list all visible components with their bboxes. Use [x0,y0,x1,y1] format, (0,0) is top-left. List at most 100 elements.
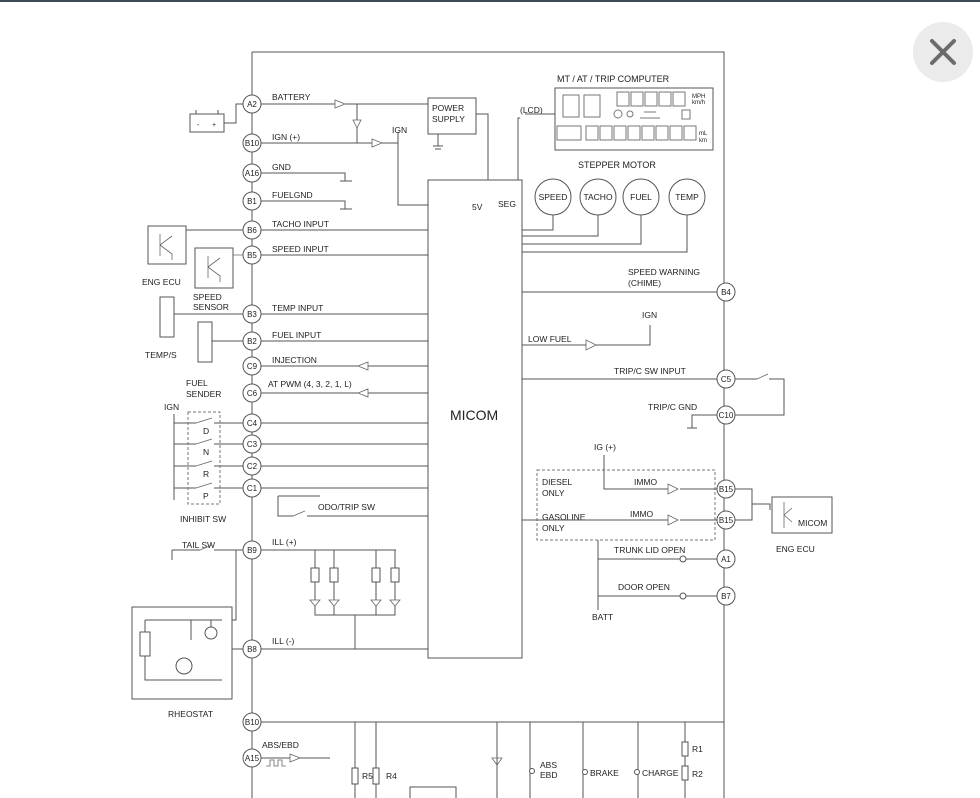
lcd-label: (LCD) [520,105,543,115]
lcd-unit-ml: mL [699,131,708,137]
temp-s-label: TEMP/S [145,350,177,360]
pulse-symbol [266,759,286,767]
eng-ecu-label: ENG ECU [142,277,181,287]
right-diodes [585,339,769,380]
ill-wires [261,549,428,650]
abs-ebd-label: ABS/EBD [262,740,299,750]
ebd-label: EBD [540,770,557,780]
pin-b4: B4 [721,288,731,297]
bottom-module-box [409,786,457,798]
inhibit-switch-box [187,411,221,505]
pin-c10: C10 [719,411,734,420]
trip-c-gnd-label: TRIP/C GND [648,402,697,412]
eng-ecu-right-box [771,496,833,534]
immo-gasoline-label: IMMO [630,509,654,519]
inhibit-r: R [203,469,209,479]
battery-plus: + [212,122,216,129]
pin-c2: C2 [247,462,258,471]
bottom-wires [261,721,724,798]
battery-symbol [189,113,225,133]
window-top-border [0,0,980,2]
door-open-label: DOOR OPEN [618,582,670,592]
trip-computer-title: MT / AT / TRIP COMPUTER [557,74,670,84]
charge-lamp [634,769,640,775]
diesel-only-label-1: DIESEL [542,477,573,487]
temp-sensor [159,296,175,338]
pin-c4: C4 [247,419,258,428]
power-supply-wire [476,113,489,180]
tail-sw-label: TAIL SW [182,540,215,550]
lcd-unit-mph: MPH [692,94,705,100]
ign-label: IGN [392,125,407,135]
close-icon [930,39,956,65]
r5-label: R5 [362,771,373,781]
power-supply-label-2: SUPPLY [432,114,465,124]
resistor-r2 [681,765,689,781]
odo-trip-wire [277,495,428,517]
tacho-input-label: TACHO INPUT [272,219,329,229]
pin-a16: A16 [245,169,260,178]
rheostat-lamp [204,626,218,640]
immo-box [536,469,716,541]
speed-sensor-label-2: SENSOR [193,302,229,312]
pin-b15-top: B15 [719,485,734,494]
speed-sensor-label-1: SPEED [193,292,222,302]
rheostat-wires [144,550,243,681]
pin-b5: B5 [247,251,257,260]
pin-b9: B9 [247,546,257,555]
odo-trip-contact [292,510,306,517]
pin-a1: A1 [721,555,731,564]
tail-sw-contact [199,544,213,551]
left-pins: A2 B10 A16 B1 B6 B5 B3 B2 C9 C6 C4 C3 C2… [242,94,262,768]
rheostat-label: RHEOSTAT [168,709,213,719]
r1-label: R1 [692,744,703,754]
door-switch [679,592,687,600]
at-pwm-label: AT PWM (4, 3, 2, 1, L) [268,379,352,389]
power-supply-box [427,97,477,135]
ign-inhibit-label: IGN [164,402,179,412]
micom-label: MICOM [450,407,498,423]
battery-label: BATTERY [272,92,311,102]
brake-label: BRAKE [590,768,619,778]
abs-ebd-lamp [529,768,535,774]
stepper-motor-label: STEPPER MOTOR [578,160,656,170]
micom-seg-label: SEG [498,199,516,209]
diesel-only-label-2: ONLY [542,488,565,498]
immo-diesel-label: IMMO [634,477,658,487]
resistor-r1 [681,741,689,757]
gasoline-only-label-1: GASOLINE [542,512,586,522]
pin-b2: B2 [247,337,257,346]
resistor-r4 [372,767,380,785]
gauge-speed-label: SPEED [539,192,568,202]
gauge-wires [522,215,688,253]
gnd-label: GND [272,162,291,172]
pin-b15-bottom: B15 [719,516,734,525]
close-button[interactable] [913,22,973,82]
immo-diodes [667,483,679,526]
ill-resistors [310,567,400,583]
tail-sw-wire [171,549,243,560]
lcd-wire [517,113,555,180]
gauge-tacho-label: TACHO [583,192,613,202]
gauge-fuel-label: FUEL [630,192,652,202]
battery-minus: - [197,122,200,129]
ig-plus-label: IG (+) [594,442,616,452]
pin-c5: C5 [721,375,732,384]
pin-a15: A15 [245,754,260,763]
pin-b10-top: B10 [245,139,260,148]
pin-b1: B1 [247,197,257,206]
micom-5v-label: 5V [472,202,483,212]
inhibit-d: D [203,426,209,436]
sensor-wires [174,313,243,342]
battery-wire [195,103,243,124]
pin-c6: C6 [247,389,258,398]
power-supply-ground [433,134,443,150]
charge-label: CHARGE [642,768,679,778]
trip-c-sw-input-label: TRIP/C SW INPUT [614,366,686,376]
door-trunk-wires [597,540,717,610]
speed-input-label: SPEED INPUT [272,244,329,254]
gasoline-only-label-2: ONLY [542,523,565,533]
pin-b8: B8 [247,645,257,654]
pin-a2: A2 [247,100,257,109]
